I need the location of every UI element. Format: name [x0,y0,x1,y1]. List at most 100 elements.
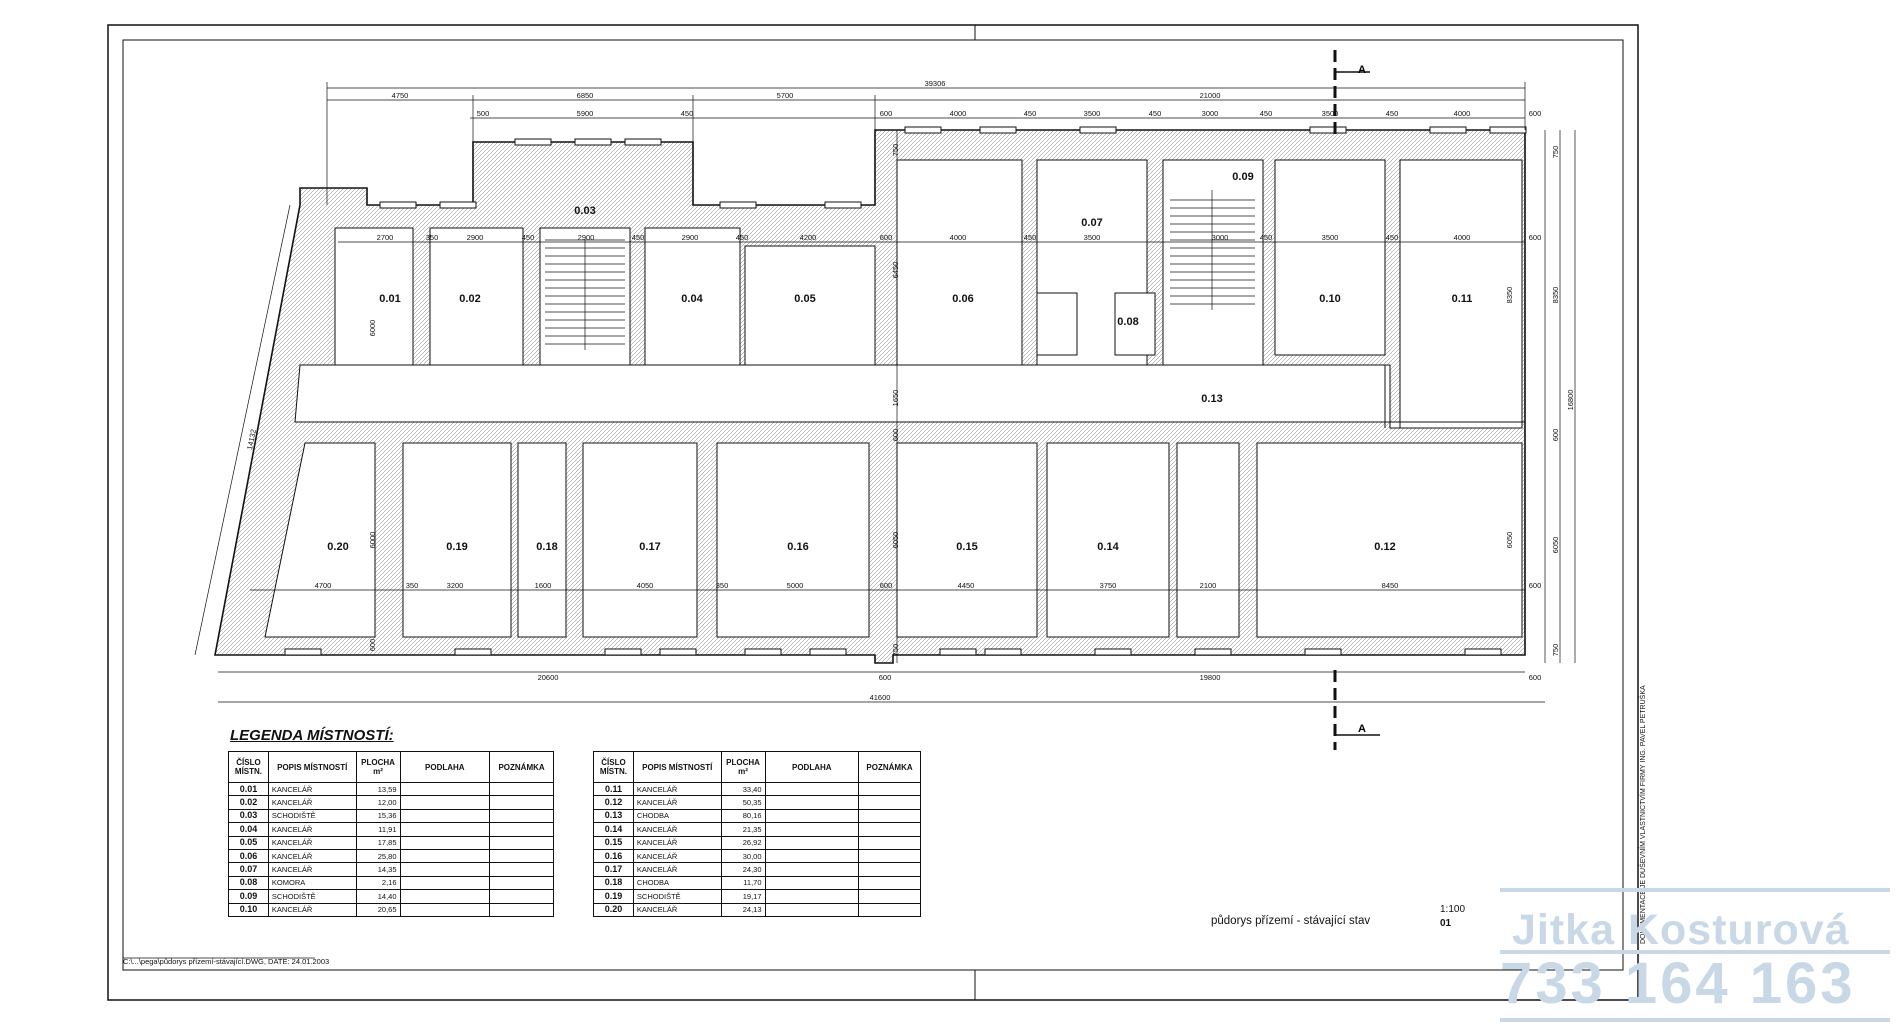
legend-cell-num: 0.10 [228,902,269,917]
dim: 4750 [392,91,409,100]
drawing-caption: půdorys přízemí - stávající stav [1211,915,1371,927]
dim: 4050 [637,581,654,590]
dim: 2100 [1200,581,1217,590]
window [514,138,552,146]
window [824,201,862,209]
legend-cell-note [489,862,554,877]
legend-cell-num: 0.18 [593,875,634,891]
legend-cell-desc: SCHODIŠTĚ [632,889,722,904]
legend-cell-note [858,781,921,797]
dim: 4000 [950,233,967,242]
legend-cell-note [489,822,554,837]
room-label-015: 0.15 [956,541,977,553]
legend-cell-area: 25,80 [355,848,401,864]
dim: 600 [1529,233,1542,242]
legend-cell-num: 0.19 [593,889,634,904]
legend-cell-area: 14,35 [355,862,401,877]
dim: 6050 [1551,537,1560,554]
room-label-008: 0.08 [1117,316,1138,328]
dim: 3500 [1084,233,1101,242]
dim: 600 [1551,429,1560,442]
sheet-number: 01 [1440,918,1452,929]
dim: 6000 [368,532,377,549]
dim: 600 [880,109,893,118]
header-floor: PODLAHA [399,751,491,783]
legend-cell-area: 14,40 [355,889,401,904]
legend-cell-num: 0.15 [593,835,634,850]
legend-cell-floor [764,822,860,837]
dim: 4700 [315,581,332,590]
dim: 4000 [950,109,967,118]
legend-cell-floor [764,875,860,891]
legend-cell-note [489,835,554,850]
watermark-line-middle [1500,950,1890,954]
legend-cell-note [858,875,921,891]
dim: 4200 [800,233,817,242]
room-label-009: 0.09 [1232,171,1253,183]
dim: 3500 [1084,109,1101,118]
legend-cell-area: 26,92 [720,835,766,850]
window [1309,126,1347,134]
dim-total-bottom: 41600 [870,693,891,702]
room-label-013: 0.13 [1201,393,1222,405]
header-note: POZNÁMKA [489,751,554,783]
window [939,648,977,656]
legend-cell-note [858,835,921,850]
dim: 350 [716,581,729,590]
dim: 5700 [777,91,794,100]
legend-cell-desc: KANCELÁŘ [632,781,722,797]
legend-cell-desc: KANCELÁŘ [632,862,722,877]
dim: 4450 [958,581,975,590]
window [904,126,942,134]
legend-cell-floor [399,875,491,891]
windows [284,126,1527,656]
section-label-top: A [1358,64,1366,76]
legend-cell-area: 2,16 [355,875,401,891]
legend-cell-desc: KANCELÁŘ [267,781,357,797]
dim: 600 [1529,673,1542,682]
dim: 450 [1024,233,1037,242]
window [1489,126,1527,134]
legend-cell-floor [399,835,491,850]
dim: 6450 [891,262,900,279]
legend-cell-note [489,781,554,797]
header-note: POZNÁMKA [858,751,921,783]
legend-cell-desc: KANCELÁŘ [632,795,722,810]
file-path: C:\...\pega\půdorys přízemí-stávající.DW… [123,957,330,966]
legend-cell-desc: KANCELÁŘ [267,862,357,877]
window [1304,648,1342,656]
dim: 450 [736,233,749,242]
room-label-005: 0.05 [794,293,815,305]
dim: 4000 [1454,233,1471,242]
legend-cell-desc: KANCELÁŘ [632,822,722,837]
room-label-017: 0.17 [639,541,660,553]
room-label-019: 0.19 [446,541,467,553]
window [624,138,662,146]
dim: 450 [1024,109,1037,118]
vertical-dimension-texts: 6000 6450 1650 6050 6000 6050 750 750 60… [245,144,1575,657]
legend-cell-area: 30,00 [720,848,766,864]
legend-cell-floor [764,902,860,917]
dim: 8350 [1505,287,1514,304]
dim: 21000 [1200,91,1221,100]
dim: 6050 [1505,532,1514,549]
legend-cell-area: 21,35 [720,822,766,837]
dim: 600 [1529,109,1542,118]
legend-cell-floor [399,781,491,797]
legend-cell-note [858,795,921,810]
dim: 600 [891,429,900,442]
legend-cell-num: 0.03 [228,808,269,824]
dim: 3500 [1322,233,1339,242]
legend-cell-area: 24,13 [720,902,766,917]
sheet-frame [107,24,1639,1001]
room-label-002: 0.02 [459,293,480,305]
